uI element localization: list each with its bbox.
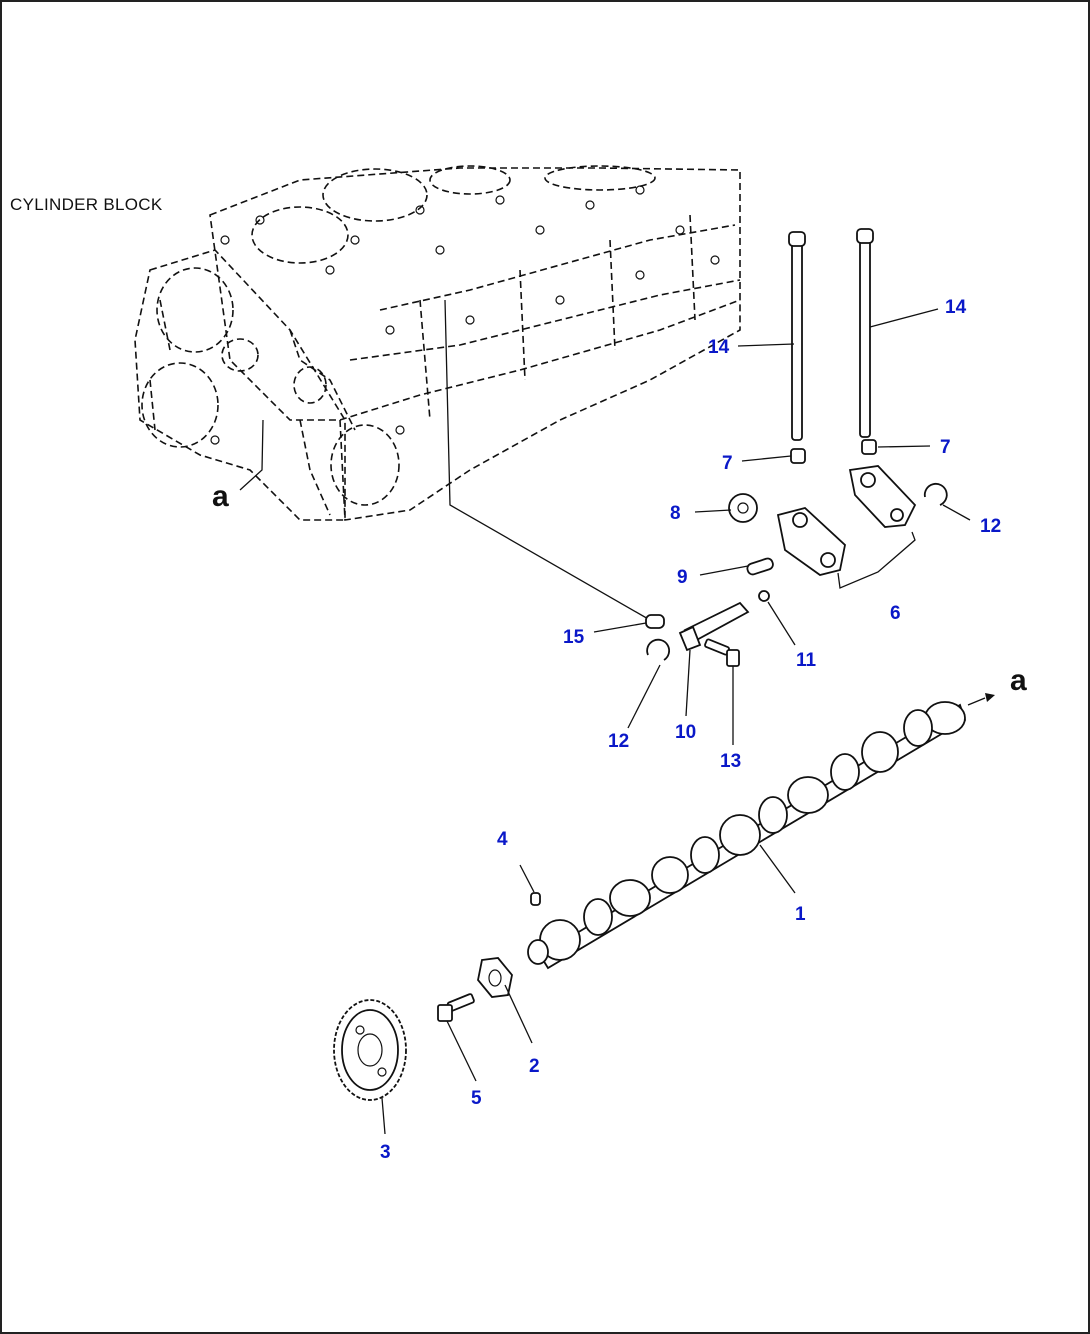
- push-rod-right: [856, 228, 874, 438]
- callout-11: 11: [796, 650, 817, 671]
- key-part-4: [530, 892, 541, 906]
- ref-a-arrow-right: [967, 697, 986, 706]
- callout-6: 6: [890, 603, 901, 624]
- rocker-assembly: [776, 465, 917, 576]
- circlip-left: [646, 638, 671, 661]
- callout-4: 4: [497, 829, 508, 850]
- callout-7-right: 7: [940, 437, 951, 458]
- callout-2: 2: [529, 1056, 540, 1077]
- ball-part-11: [758, 590, 770, 602]
- cam-gear-part-3: [333, 999, 407, 1101]
- callout-3: 3: [380, 1142, 391, 1163]
- bushing-part-15: [645, 614, 665, 629]
- push-rod-left: [788, 231, 806, 441]
- bolt-part-5: [437, 993, 475, 1022]
- callout-7-left: 7: [722, 453, 733, 474]
- ref-a-leader-left: [239, 419, 264, 491]
- callout-8: 8: [670, 503, 681, 524]
- tappet-cap-right: [861, 439, 877, 455]
- cylinder-block-drawing: [134, 165, 741, 521]
- cylinder-block-label: CYLINDER BLOCK: [10, 195, 163, 214]
- pin-part-9: [746, 557, 774, 576]
- bolt-part-13: [704, 638, 740, 667]
- block-to-bushing-leader: [444, 299, 651, 621]
- callout-1: 1: [795, 904, 806, 925]
- callout-5: 5: [471, 1088, 482, 1109]
- ref-letter-a-left: a: [212, 480, 229, 513]
- tappet-cap-left: [790, 448, 806, 464]
- thrust-plate-part-2: [477, 957, 513, 998]
- shaft-part-10: [678, 601, 750, 652]
- callout-15: 15: [563, 627, 585, 648]
- ref-letter-a-right: a: [1010, 664, 1027, 697]
- callout-14-left: 14: [708, 337, 730, 358]
- arrowhead-right: [985, 693, 995, 702]
- bracket-6: [837, 531, 916, 589]
- callout-9: 9: [677, 567, 688, 588]
- callout-13: 13: [720, 751, 741, 772]
- callout-10: 10: [675, 722, 696, 743]
- circlip-right: [923, 482, 948, 506]
- camshaft: [527, 701, 967, 970]
- callout-12-right: 12: [980, 516, 1001, 537]
- callout-12-left: 12: [608, 731, 629, 752]
- callout-14-right: 14: [945, 297, 967, 318]
- ring-part-8: [728, 493, 758, 523]
- leader-lines: [381, 308, 971, 1135]
